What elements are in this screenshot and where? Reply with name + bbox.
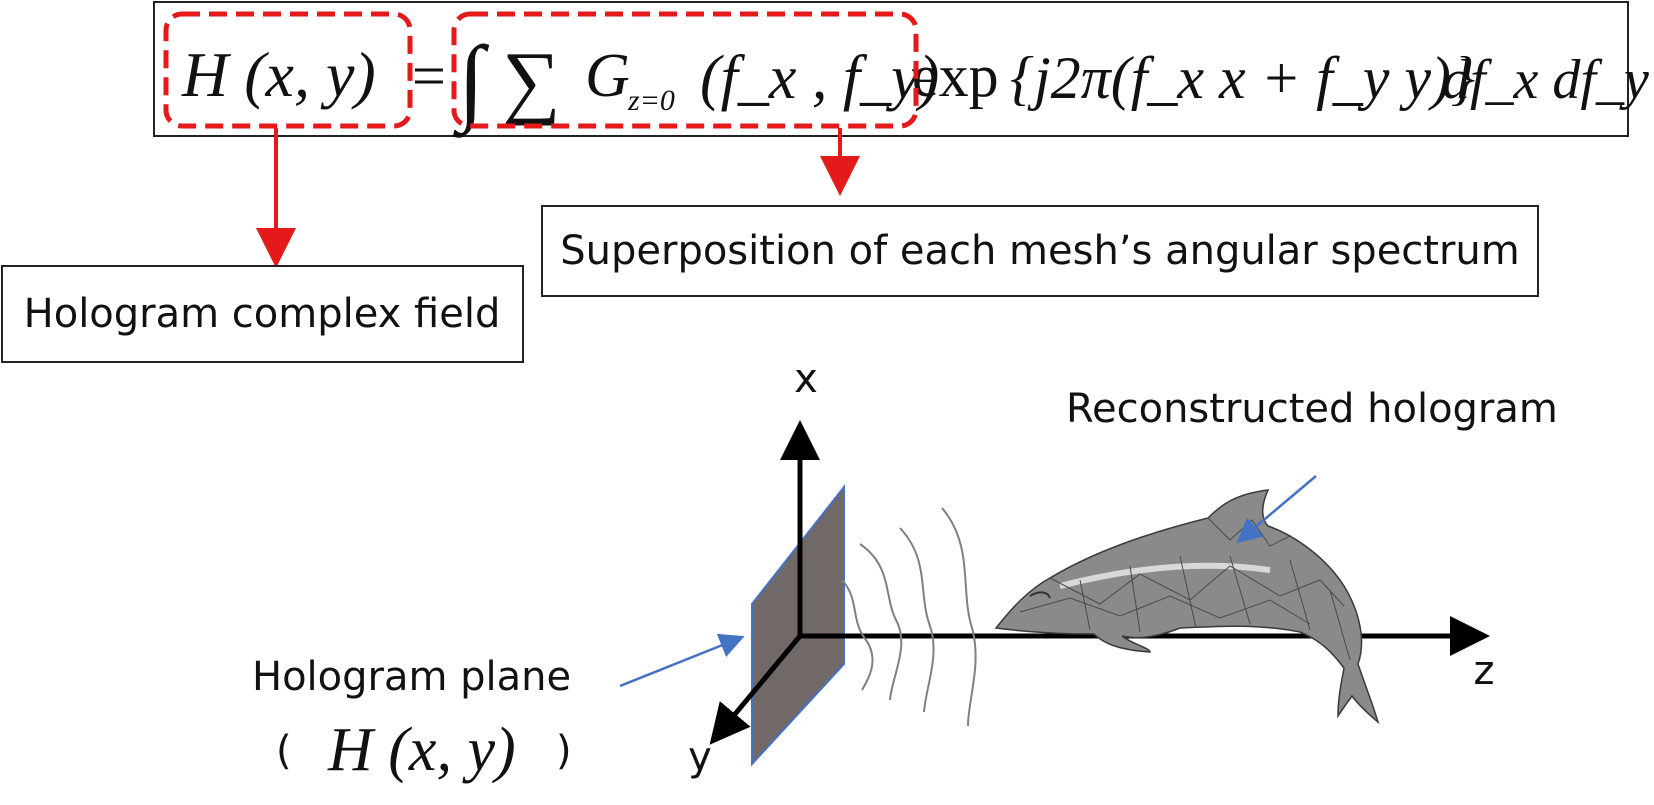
spectrum-highlight-box — [451, 11, 919, 129]
superposition-label: Superposition of each mesh’s angular spe… — [560, 228, 1520, 274]
g-letter: G — [585, 42, 630, 110]
plane-formula-close: ) — [556, 728, 572, 774]
wavefront-4 — [941, 507, 977, 727]
g-arguments: (f_x , f_y) — [700, 44, 939, 112]
equation-equals: = — [412, 43, 446, 109]
wavefront-1 — [841, 579, 874, 691]
plane-label: Hologram plane — [252, 654, 571, 700]
hologram-field-label: Hologram complex field — [24, 291, 501, 337]
plane-formula: ( H (x, y) ) — [276, 716, 572, 784]
superposition-callout: Superposition of each mesh’s angular spe… — [541, 205, 1539, 297]
hologram-field-callout: Hologram complex field — [1, 265, 524, 363]
wavefront-3 — [899, 527, 935, 713]
sum-symbol: ∑ — [502, 35, 560, 126]
lhs-highlight-box — [163, 11, 413, 129]
plane-formula-open: ( — [276, 728, 292, 774]
differential-tail: df_x df_y — [1442, 49, 1649, 111]
exp-argument: {j2π(f_x x + f_y y)} — [1010, 45, 1475, 111]
wavefronts — [841, 507, 977, 727]
y-axis-label: y — [688, 734, 712, 780]
wavefront-2 — [859, 543, 903, 701]
z-axis-label: z — [1474, 648, 1495, 694]
equation-lhs: H (x, y) — [181, 39, 376, 110]
x-axis-label: x — [794, 356, 818, 402]
reconstructed-label: Reconstructed hologram — [1066, 386, 1558, 432]
equation-box: H (x, y) = ∫ ∑ G z=0 (f_x , f_y) exp {j2… — [153, 1, 1649, 138]
dolphin-mesh — [994, 489, 1380, 725]
exp-word: exp — [912, 43, 999, 109]
g-subscript: z=0 — [627, 84, 675, 117]
plane-formula-text: H (x, y) — [327, 716, 516, 784]
plane-pointer-arrow — [619, 633, 745, 688]
reconstructed-pointer-arrow — [1236, 475, 1317, 544]
y-axis — [709, 634, 802, 745]
